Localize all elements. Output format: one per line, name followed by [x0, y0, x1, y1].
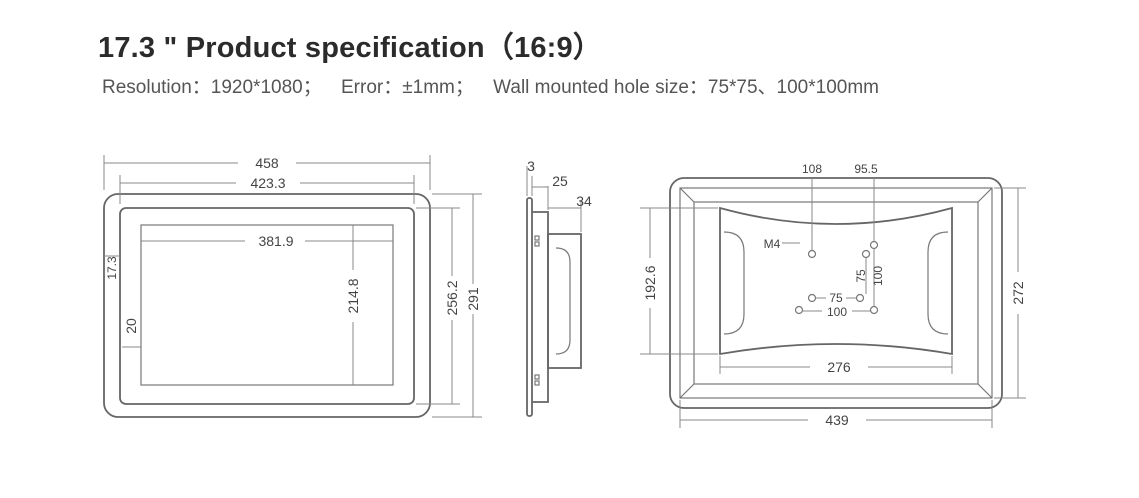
front-display-width-label: 381.9 [258, 233, 293, 249]
front-view: 458 423.3 381.9 214.8 17.3 20 256.2 291 [103, 155, 482, 418]
front-bezel [119, 207, 415, 405]
back-outer-frame [669, 177, 1003, 409]
back-inner-width-label: 276 [827, 359, 851, 375]
back-chamfer-outer [679, 187, 993, 399]
front-bezel-width-label: 423.3 [250, 175, 285, 191]
front-outer-frame [103, 193, 431, 418]
side-front-panel [526, 197, 533, 417]
front-display-height-label: 214.8 [345, 278, 361, 313]
spec-wall-mount: Wall mounted hole size：75*75、100*100mm [493, 77, 879, 98]
side-total-depth-label: 34 [576, 193, 592, 209]
back-vesa-small-h-label: 75 [829, 291, 843, 305]
spec-line: Resolution：1920*1080； Error：±1mm； Wall m… [102, 72, 893, 99]
front-bezel-height-label: 256.2 [444, 280, 460, 315]
front-display-area [140, 224, 394, 386]
back-hole-offset-left-label: 108 [802, 162, 822, 176]
back-vesa-large-h-label: 100 [827, 305, 847, 319]
back-handle-right [927, 231, 949, 335]
back-housing [719, 206, 953, 356]
side-mount-block [547, 233, 582, 369]
back-outer-width-label: 439 [825, 412, 849, 428]
back-handle-left [723, 231, 745, 335]
spec-error: Error：±1mm； [341, 77, 474, 98]
back-chamfer-inner [693, 201, 979, 385]
back-vesa-small-v-label: 75 [854, 269, 868, 283]
back-vesa-large-v-label: 100 [871, 266, 885, 286]
front-bottom-margin-label: 20 [123, 318, 139, 334]
side-body-depth-label: 25 [552, 173, 568, 189]
front-outer-width-label: 458 [255, 155, 279, 171]
front-outer-height-label: 291 [465, 287, 481, 311]
spec-resolution: Resolution：1920*1080； [102, 77, 322, 98]
back-inner-height-label: 192.6 [642, 265, 658, 300]
back-outer-height-label: 272 [1010, 281, 1026, 305]
back-screw-label: M4 [764, 237, 781, 251]
side-front-depth-label: 3 [527, 158, 535, 174]
side-view: 3 25 34 [526, 158, 592, 417]
front-side-margin-label: 17.3 [105, 256, 119, 280]
page-title: 17.3 " Product specification（16:9） [98, 32, 603, 64]
back-view: 108 95.5 M4 75 100 75 100 192.6 276 [640, 162, 1026, 428]
back-hole-offset-right-label: 95.5 [854, 162, 878, 176]
